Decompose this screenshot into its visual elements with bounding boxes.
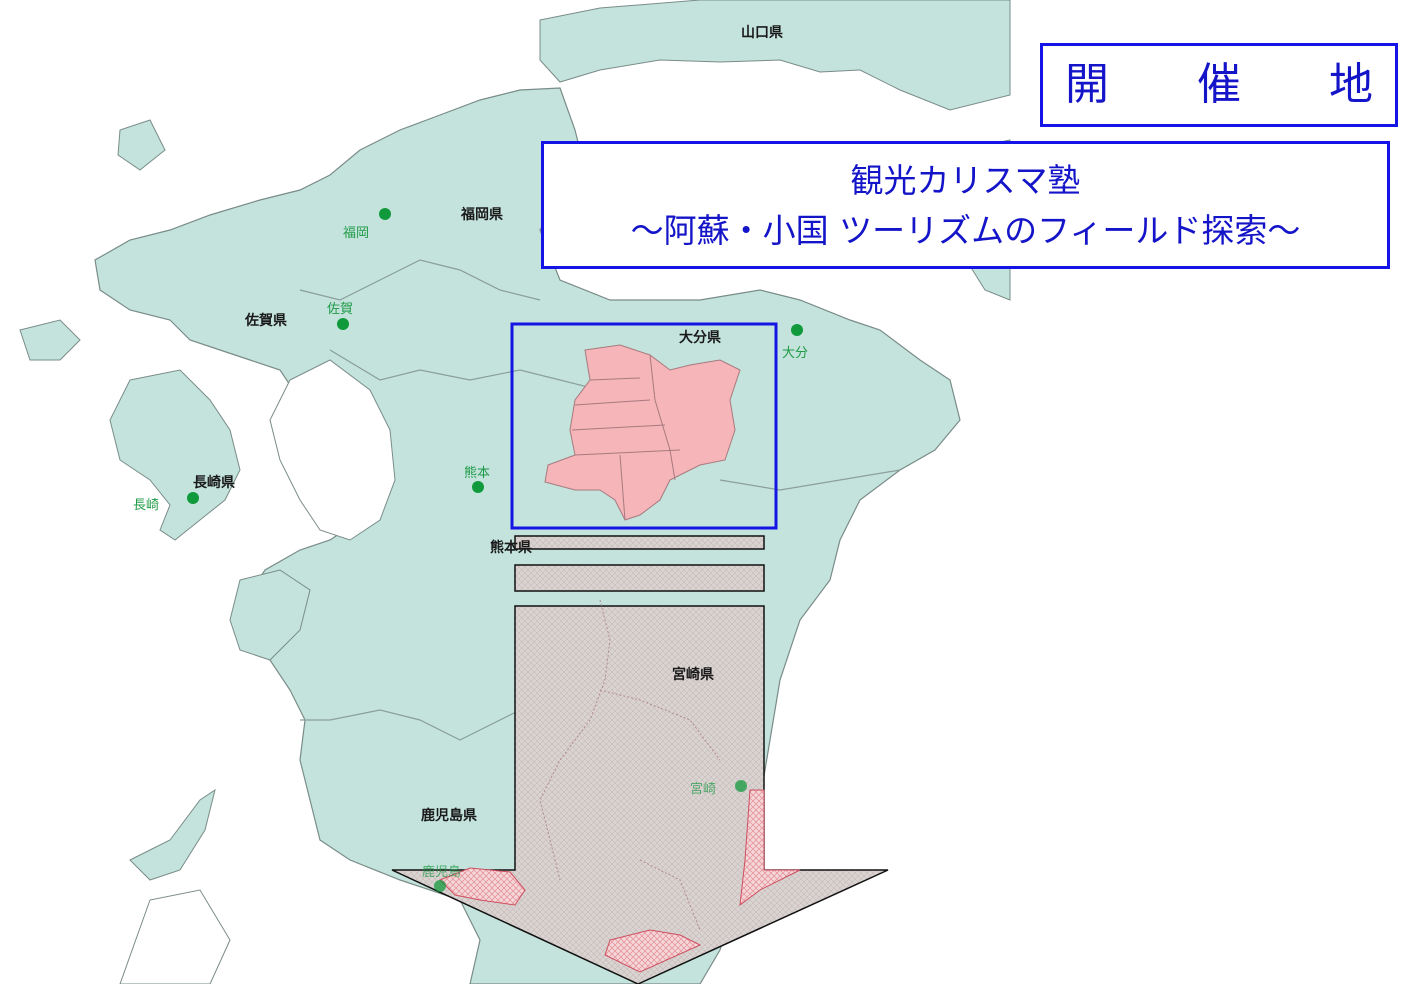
- city-kagoshima: 鹿児島: [422, 865, 462, 880]
- city-nagasaki: 長崎: [133, 498, 160, 513]
- city-dot-fukuoka: [379, 208, 391, 220]
- nagasaki-peninsula: [109, 369, 241, 541]
- goto-island: [19, 319, 81, 361]
- venue-label: 開 催 地: [1065, 59, 1395, 110]
- city-dot-nagasaki: [187, 492, 199, 504]
- label-nagasaki: 長崎県: [193, 475, 235, 491]
- label-oita: 大分県: [679, 330, 721, 346]
- city-dot-oita: [791, 324, 803, 336]
- city-dot-kagoshima: [434, 880, 446, 892]
- ariake-sea: [269, 359, 396, 541]
- city-dot-saga: [337, 318, 349, 330]
- city-oita: 大分: [782, 346, 809, 361]
- label-yamaguchi: 山口県: [741, 25, 783, 41]
- city-fukuoka: 福岡: [343, 226, 370, 241]
- label-kumamoto: 熊本県: [490, 540, 532, 556]
- arrow-inner-borders: [539, 599, 721, 931]
- city-miyazaki: 宮崎: [690, 782, 717, 797]
- aso-oguni-area: [544, 344, 741, 521]
- venue-label-box: 開 催 地: [1040, 43, 1398, 127]
- osumi-hatch: [604, 929, 702, 973]
- label-miyazaki: 宮崎県: [672, 667, 714, 683]
- label-saga: 佐賀県: [245, 313, 287, 329]
- event-title-line1: 観光カリスマ塾: [850, 161, 1081, 200]
- city-dot-miyazaki: [735, 780, 747, 792]
- amakusa-island: [229, 569, 311, 661]
- honshu-landmass: [539, 0, 1011, 111]
- south-island: [129, 788, 216, 881]
- tsushima-island: [117, 119, 166, 171]
- southern-coast-hatch: [439, 867, 526, 906]
- city-dot-kumamoto: [472, 481, 484, 493]
- kagoshima-bay: [119, 889, 231, 984]
- label-kagoshima: 鹿児島県: [421, 808, 477, 824]
- event-title-box: 観光カリスマ塾 ～阿蘇・小国 ツーリズムのフィールド探索～: [541, 141, 1390, 269]
- city-kumamoto: 熊本: [464, 466, 491, 481]
- city-saga: 佐賀: [327, 302, 354, 317]
- miyazaki-coast-hatch: [739, 789, 801, 907]
- event-title-line2: ～阿蘇・小国 ツーリズムのフィールド探索～: [630, 211, 1301, 250]
- venue-frame: [510, 322, 778, 530]
- label-fukuoka: 福岡県: [461, 207, 503, 223]
